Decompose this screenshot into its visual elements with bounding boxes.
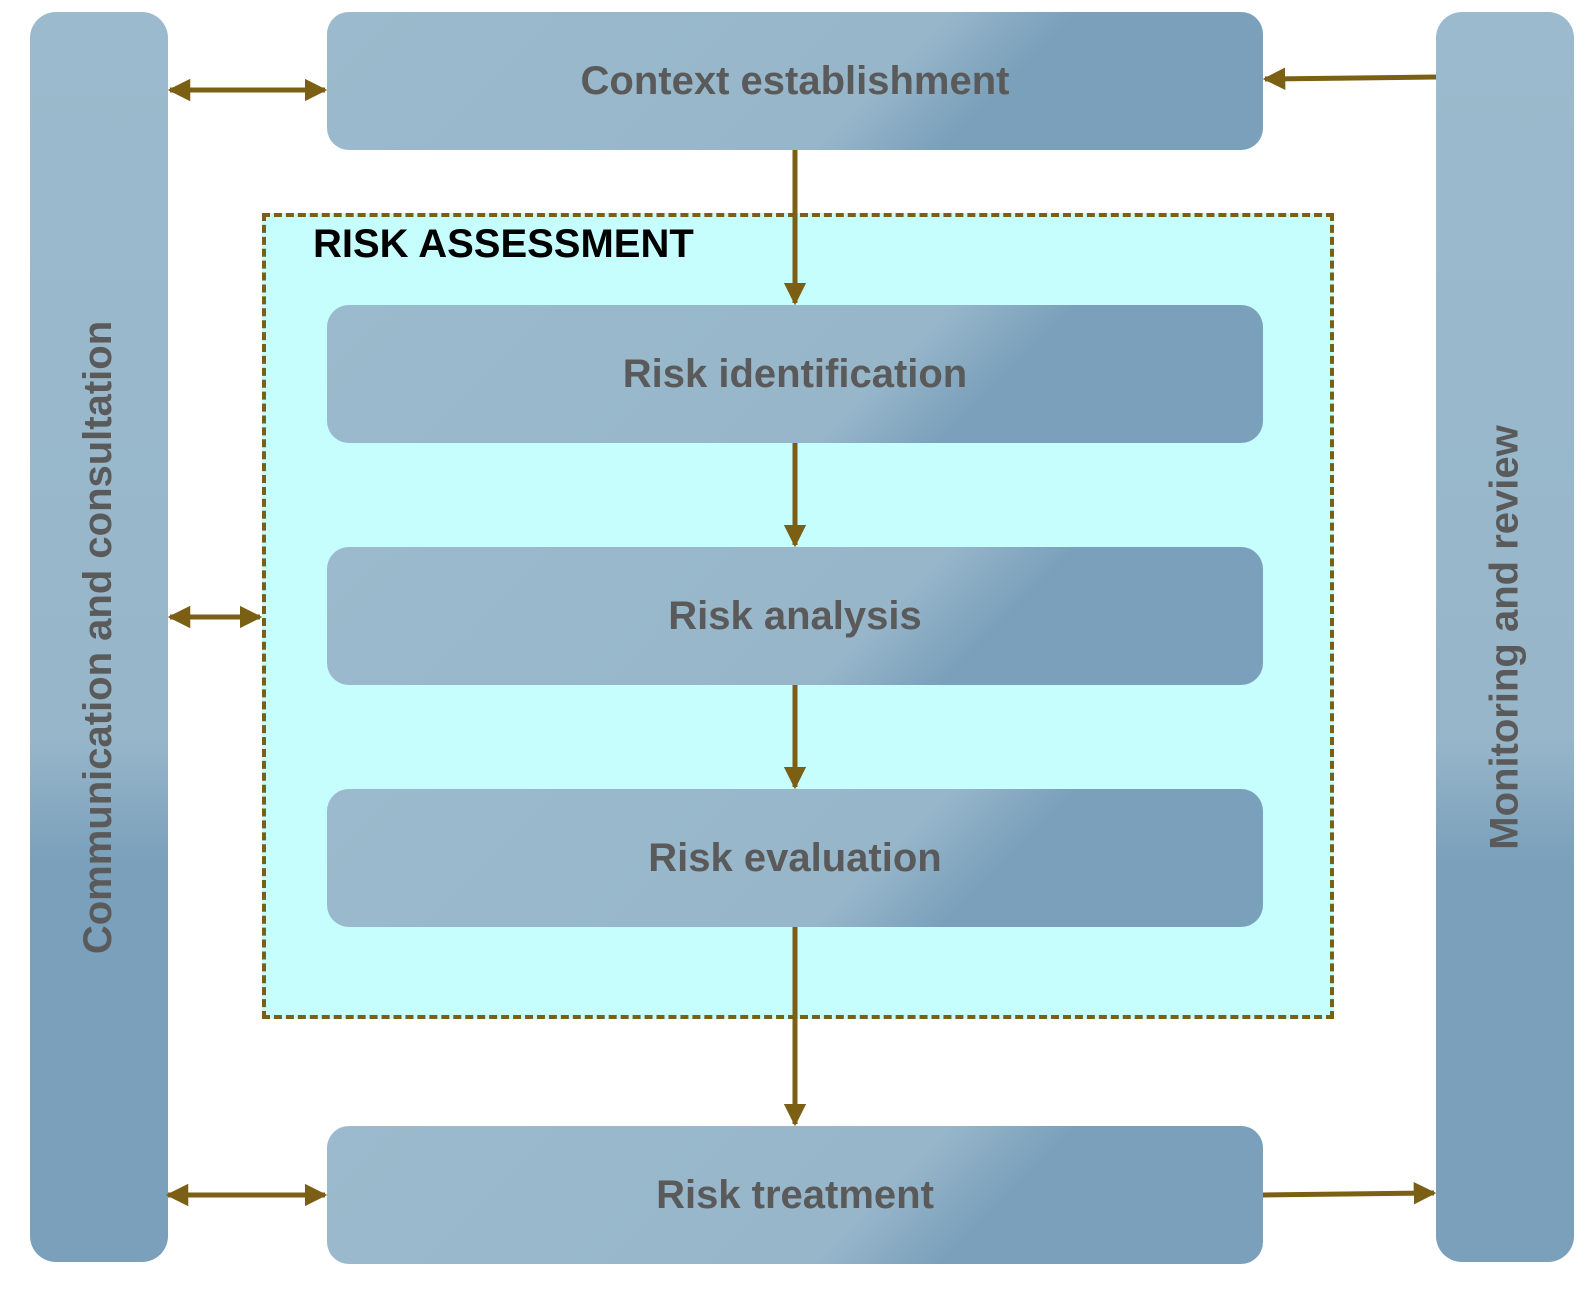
- risk-assessment-title: RISK ASSESSMENT: [313, 222, 694, 266]
- risk-identification-label: Risk identification: [622, 351, 968, 396]
- communication-consultation-bar: Communication and consultation: [30, 12, 168, 1262]
- risk-treatment-label: Risk treatment: [656, 1172, 934, 1217]
- monitoring-review-bar: Monitoring and review: [1436, 12, 1574, 1262]
- context-establishment-label: Context establishment: [580, 58, 1010, 103]
- risk-identification-box: Risk identification: [327, 305, 1263, 443]
- risk-evaluation-label: Risk evaluation: [648, 835, 942, 880]
- risk-analysis-label: Risk analysis: [668, 593, 922, 638]
- context-establishment-box: Context establishment: [327, 12, 1263, 150]
- arrow-monitoring-to-context: [1262, 67, 1437, 91]
- risk-analysis-box: Risk analysis: [327, 547, 1263, 685]
- risk-evaluation-box: Risk evaluation: [327, 789, 1263, 927]
- risk-treatment-box: Risk treatment: [327, 1126, 1263, 1264]
- arrow-treatment-to-monitoring: [1262, 1181, 1437, 1205]
